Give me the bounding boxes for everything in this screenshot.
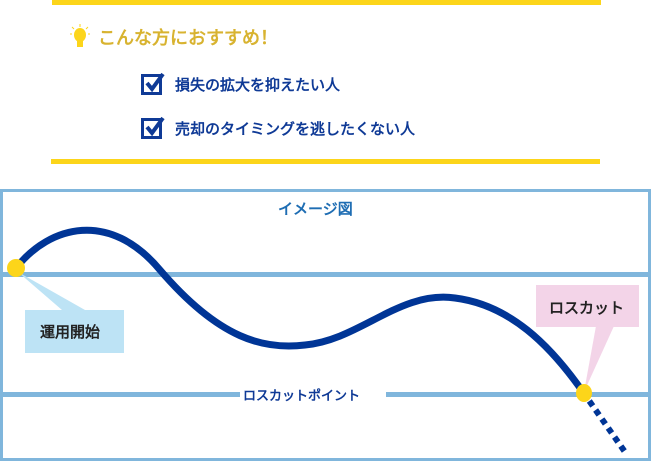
start-point [7,259,25,277]
price-curve [13,226,586,395]
checkbox-checked-icon [141,116,165,139]
losscut-callout-label: ロスカット [549,299,625,317]
diagram-title: イメージ図 [278,200,353,218]
start-callout-box [25,310,124,353]
lightbulb-icon [70,24,90,47]
recommend-title: こんな方におすすめ！ [98,28,278,49]
losscut-line-label: ロスカットポイント [243,389,361,404]
price-curve-dashed [580,390,628,454]
recommend-item-text: 損失の拡大を抑えたい人 [175,75,341,94]
losscut-callout-pointer [584,326,614,392]
top-divider [52,0,601,5]
diagram-frame [0,189,651,461]
baseline-start [3,272,648,277]
start-callout-label: 運用開始 [40,323,101,341]
losscut-callout-box [536,285,639,327]
recommend-item: 売却のタイミングを逃したくない人 [141,116,415,140]
recommend-heading: こんな方におすすめ！ [70,24,278,50]
recommend-item-text: 売却のタイミングを逃したくない人 [175,119,416,138]
checkbox-checked-icon [141,72,165,95]
start-callout-pointer [18,272,85,310]
bottom-divider [51,159,600,164]
losscut-point [576,384,592,402]
recommend-item: 損失の拡大を抑えたい人 [141,72,340,96]
